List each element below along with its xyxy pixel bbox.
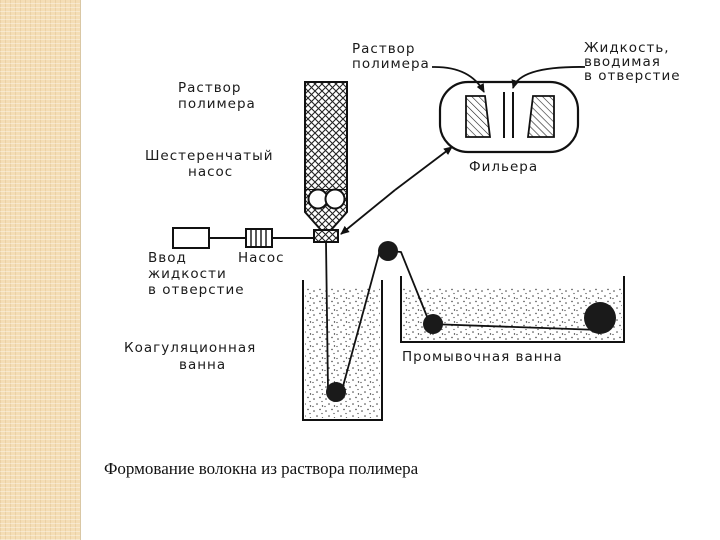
washing-bath-tank — [400, 276, 625, 343]
label-spinneret: Фильера — [469, 159, 538, 175]
coagulation-bath-tank — [302, 280, 383, 421]
label-pump: Насос — [238, 250, 285, 266]
spinneret-left-wall — [465, 95, 492, 138]
pointer-liquid — [511, 66, 586, 89]
pump-box — [245, 228, 273, 248]
guide-roller-top — [378, 241, 398, 261]
spinneret-block — [313, 229, 339, 243]
pointer-polymer-solution — [431, 66, 485, 93]
polymer-reservoir-column — [304, 81, 348, 191]
label-gear-pump: Шестеренчатый насос — [145, 148, 279, 180]
pump-box-ribs — [250, 229, 267, 247]
gear-pump-right-gear — [324, 188, 346, 210]
washing-bath-roller-small — [423, 314, 443, 334]
label-coagulation-bath: Коагуляционная ванна — [124, 340, 262, 373]
decorative-side-band — [0, 0, 80, 540]
label-top-polymer-solution: Раствор полимера — [352, 41, 430, 72]
spinneret-detail-box — [438, 80, 580, 154]
label-left-polymer-solution: Раствор полимера — [178, 80, 256, 112]
coagulation-bath-roller — [326, 382, 346, 402]
label-liquid-inlet: Ввод жидкости в отверстие — [148, 250, 245, 298]
liquid-inlet-box — [172, 227, 210, 249]
take-up-roller-large — [584, 302, 616, 334]
spinneret-link-arrow-tail-end — [340, 189, 396, 235]
label-washing-bath: Промывочная ванна — [402, 349, 563, 365]
spinneret-link-arrow-head-end — [394, 146, 453, 191]
figure-caption: Формование волокна из раствора полимера — [104, 459, 419, 478]
label-top-liquid: Жидкость, вводимая в отверстие — [584, 40, 681, 84]
spinneret-right-wall — [526, 95, 555, 138]
side-band-divider — [80, 0, 81, 540]
